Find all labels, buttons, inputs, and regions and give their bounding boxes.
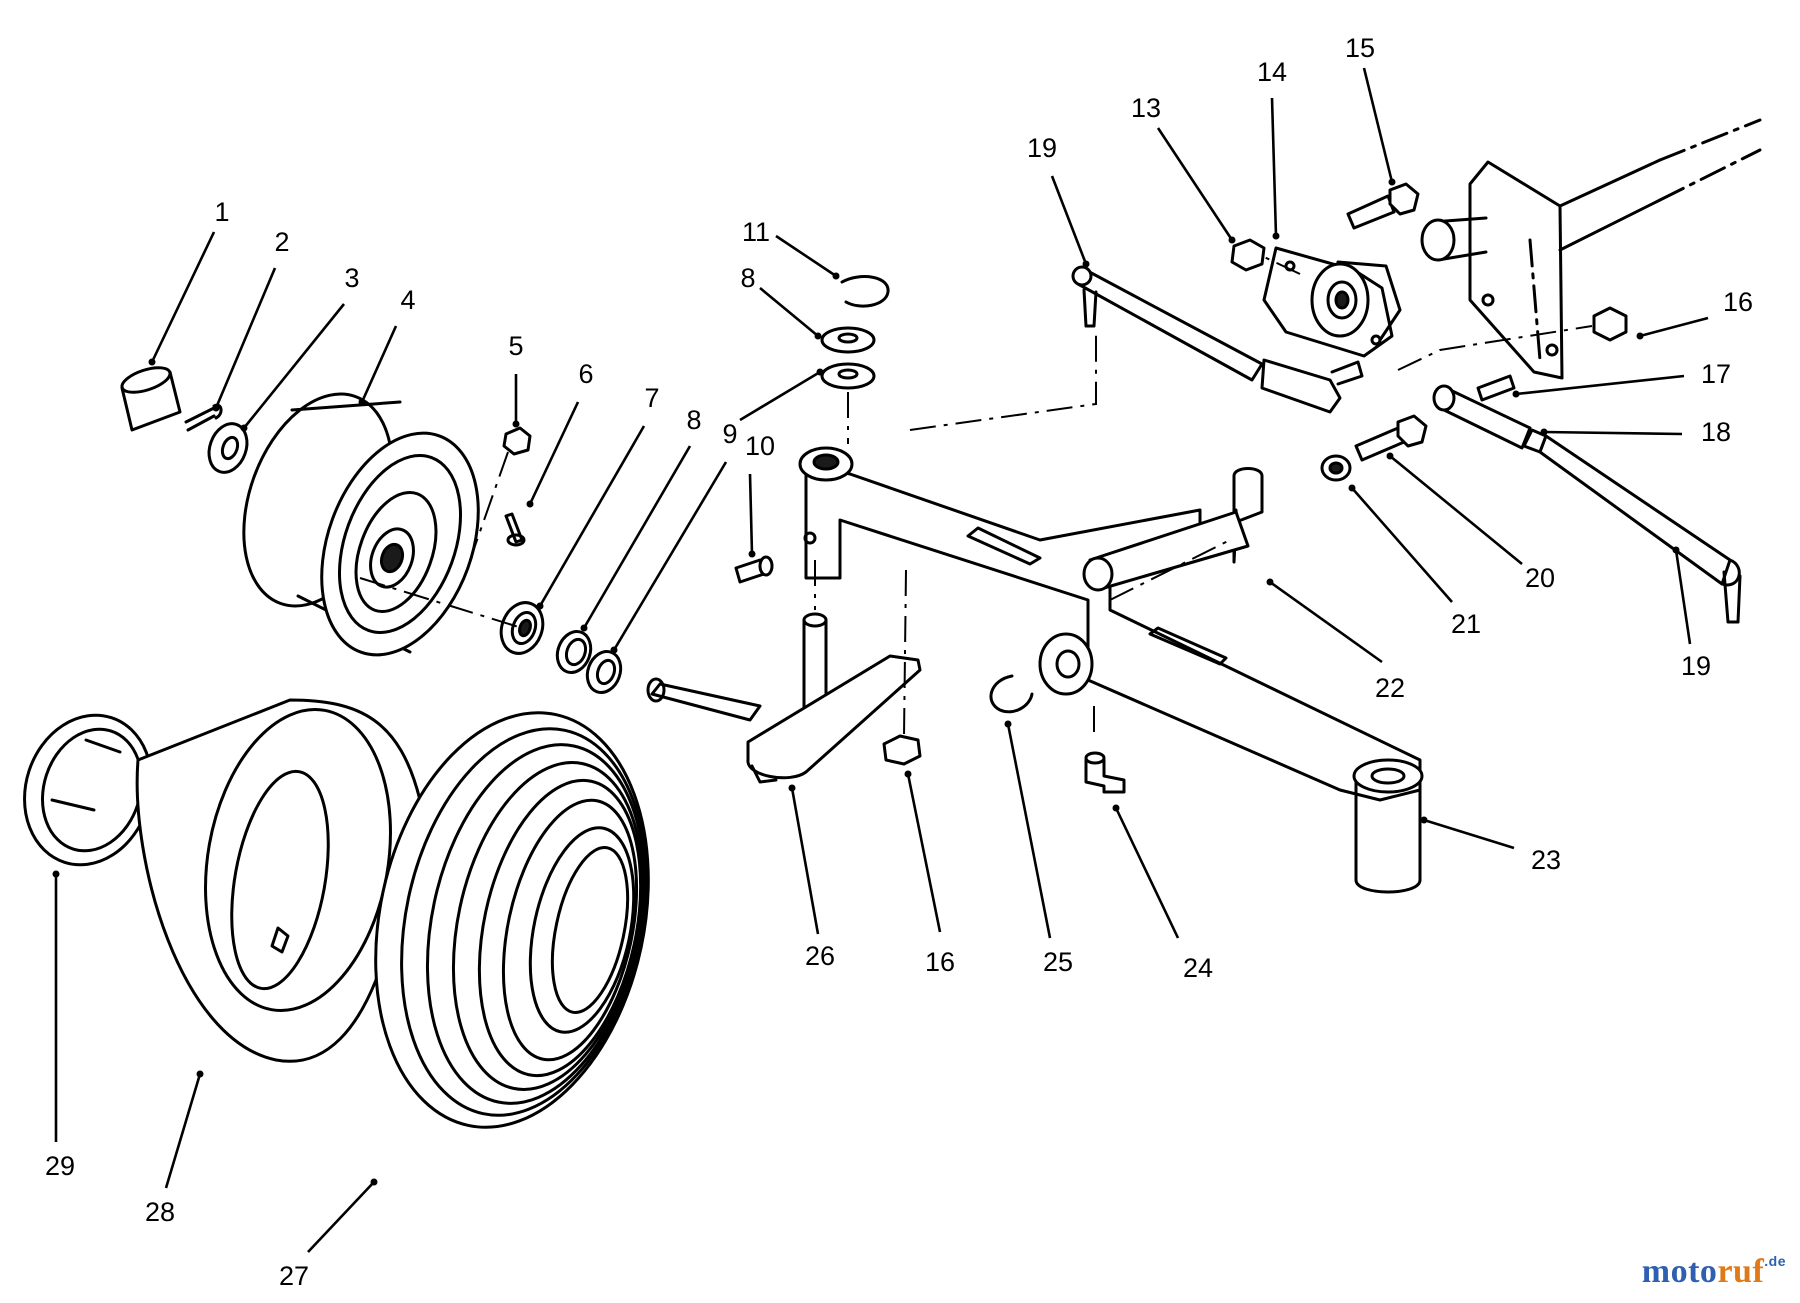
callout-14: 14 — [1257, 57, 1287, 87]
part-4-wheel-rim — [242, 392, 480, 657]
part-17-bolt — [1476, 374, 1516, 402]
callout-21: 21 — [1451, 609, 1481, 639]
part-25-snap-ring — [989, 674, 1034, 714]
callout-22: 22 — [1375, 673, 1405, 703]
part-13-nut — [1230, 238, 1266, 272]
callout-1: 1 — [214, 197, 229, 227]
callout-13: 13 — [1131, 93, 1161, 123]
callout-24: 24 — [1183, 953, 1213, 983]
callout-18: 18 — [1701, 417, 1731, 447]
callout-26: 26 — [805, 941, 835, 971]
callout-29: 29 — [45, 1151, 75, 1181]
motoruf-watermark: motoruf.de — [1642, 1253, 1786, 1291]
callout-4: 4 — [400, 285, 415, 315]
callout-9-upper: 9 — [722, 419, 737, 449]
callout-3: 3 — [344, 263, 359, 293]
callout-7: 7 — [644, 383, 659, 413]
callout-8-lower: 8 — [686, 405, 701, 435]
callout-labels: 1 2 3 4 5 6 7 8 8 9 9 10 11 13 14 15 16 … — [45, 33, 1753, 1291]
part-21-washer — [1320, 454, 1352, 482]
part-20-bolt — [1354, 414, 1428, 462]
callout-leaders — [52, 67, 1709, 1253]
callout-25: 25 — [1043, 947, 1073, 977]
part-19-tie-rod-upper — [1071, 265, 1264, 382]
callout-17: 17 — [1701, 359, 1731, 389]
callout-11: 11 — [742, 217, 770, 247]
watermark-part-a: moto — [1641, 1253, 1718, 1290]
callout-27: 27 — [279, 1261, 309, 1291]
part-3-washer — [207, 422, 249, 474]
part-27-tire — [374, 711, 650, 1129]
callout-8-upper: 8 — [740, 263, 755, 293]
assembly-reference-lines — [359, 255, 1593, 740]
callout-5: 5 — [508, 331, 523, 361]
part-9-washer-lower — [585, 650, 623, 694]
part-10-grease-fitting — [734, 555, 774, 584]
part-15-bolt — [1346, 182, 1420, 230]
part-22-pivot-pin — [1082, 467, 1264, 592]
part-11-retaining-ring — [840, 275, 890, 308]
part-7-bearing — [499, 601, 545, 655]
part-26-spindle — [646, 612, 922, 784]
callout-20: 20 — [1525, 563, 1555, 593]
part-14-pivot-bracket — [1262, 246, 1402, 358]
callout-15: 15 — [1345, 33, 1375, 63]
callout-16-lower: 16 — [925, 947, 955, 977]
callout-2: 2 — [274, 227, 289, 257]
watermark-part-b: ruf — [1717, 1253, 1765, 1290]
part-16-nut-upper — [1592, 306, 1628, 342]
part-16-nut-lower — [882, 734, 922, 766]
part-6-valve-stem — [504, 512, 526, 547]
part-24-grease-fitting-elbow — [1084, 751, 1126, 794]
callout-19-upper: 19 — [1027, 133, 1057, 163]
part-23-axle-frame — [798, 446, 1424, 894]
part-19-tie-rod-end-upper — [1260, 358, 1364, 414]
callout-23: 23 — [1531, 845, 1561, 875]
watermark-suffix: .de — [1764, 1253, 1786, 1269]
part-19-tie-rod-lower — [1432, 384, 1742, 624]
part-8-seal-lower — [555, 630, 593, 674]
part-1-bushing — [120, 366, 182, 432]
callout-6: 6 — [578, 359, 593, 389]
part-5-nut — [502, 426, 532, 456]
part-28-inner-tube — [135, 698, 422, 1063]
callout-19-lower: 19 — [1681, 651, 1711, 681]
callout-16-upper: 16 — [1723, 287, 1753, 317]
part-9-washer-upper — [820, 362, 876, 390]
frame-bracket-plate — [1420, 118, 1762, 380]
part-8-washer-upper — [820, 326, 876, 354]
callout-10: 10 — [745, 431, 775, 461]
callout-28: 28 — [145, 1197, 175, 1227]
